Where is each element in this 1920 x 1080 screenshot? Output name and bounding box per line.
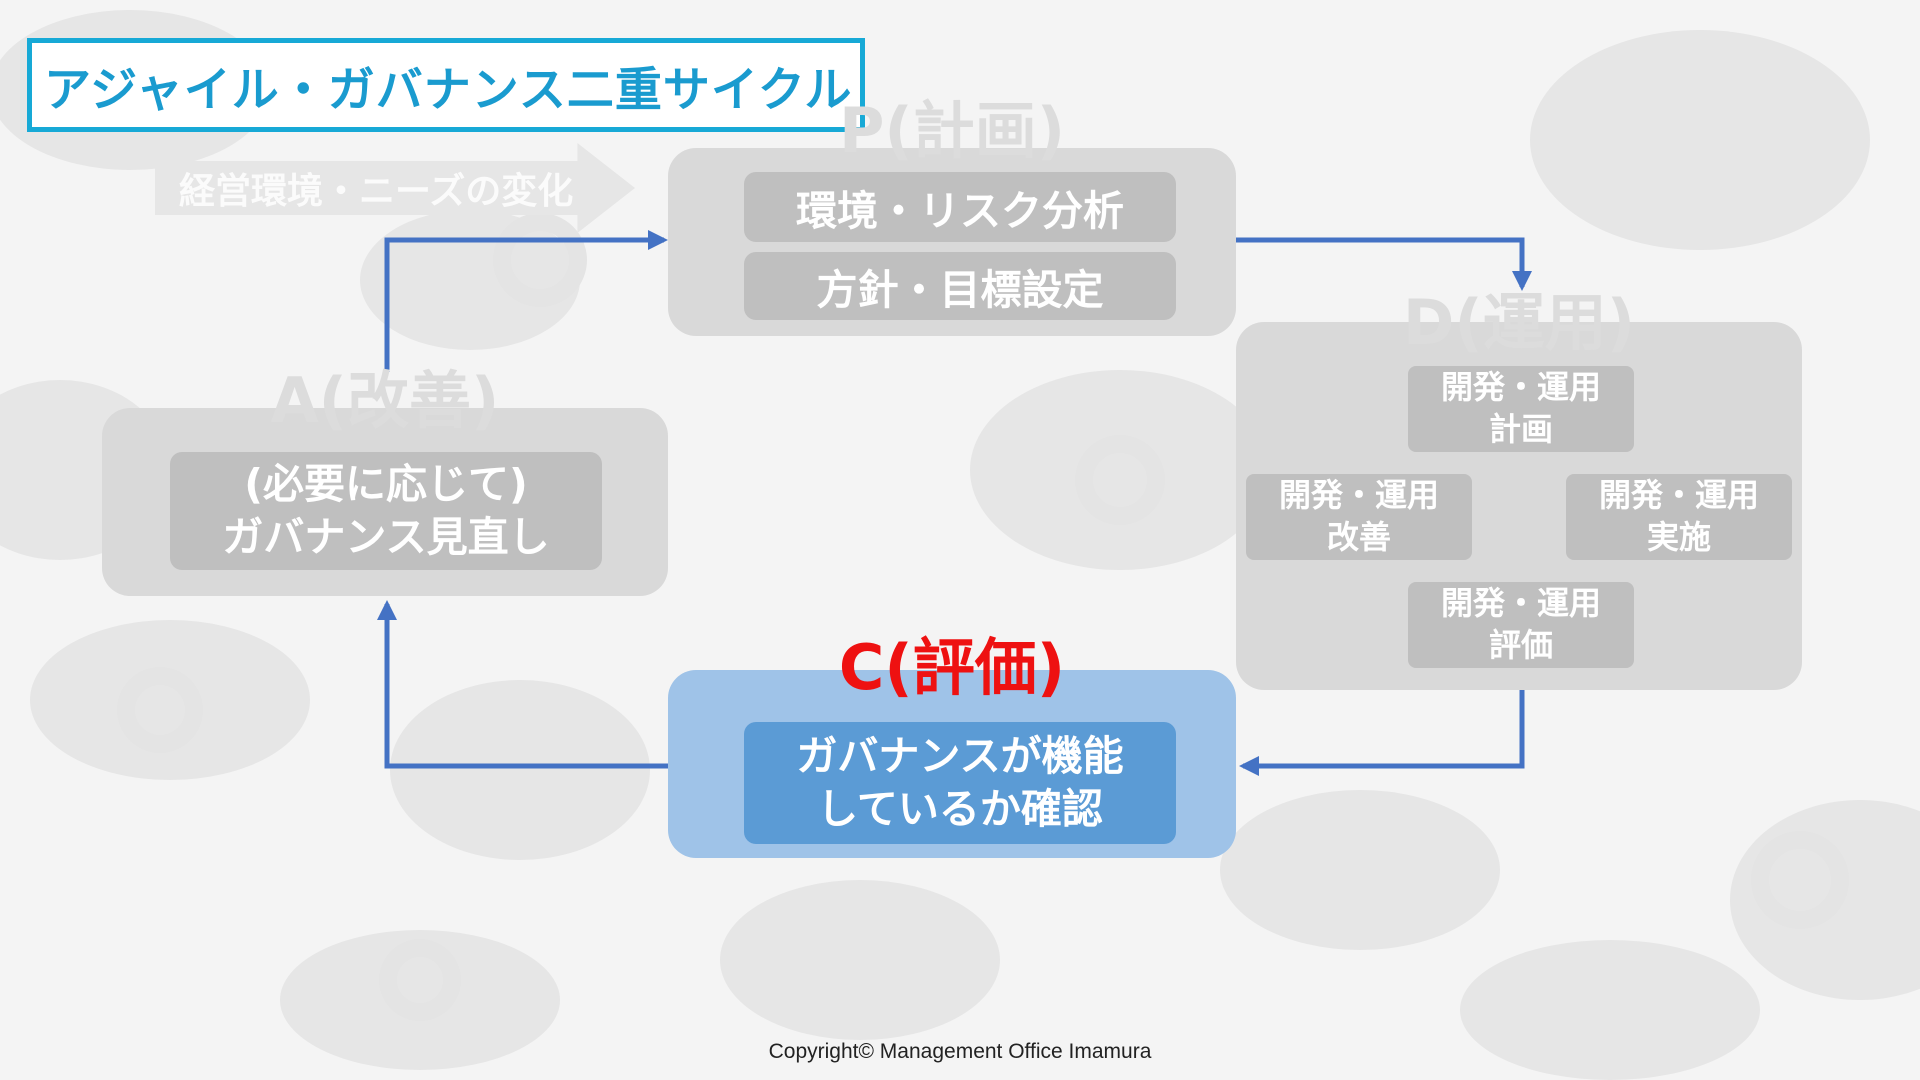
plan-label: P(計画)	[838, 94, 1066, 167]
environment-change-label: 経営環境・ニーズの変化	[179, 171, 574, 212]
act-item-line1: (必要に応じて)	[244, 459, 528, 508]
arrow-plan-to-do	[1236, 237, 1532, 291]
arrow-do-to-check	[1239, 690, 1525, 776]
do-step-plan-line2: 計画	[1488, 410, 1553, 448]
arrow-check-to-act	[377, 600, 668, 769]
arrow-act-to-plan	[384, 230, 668, 372]
do-step-evaluate: 開発・運用 評価	[1408, 582, 1634, 668]
check-item-line2: しているか確認	[817, 785, 1103, 833]
do-step-evaluate-line2: 評価	[1488, 626, 1553, 664]
copyright: Copyright© Management Office Imamura	[768, 1040, 1152, 1063]
act-label: A(改善)	[270, 364, 500, 437]
do-step-improve-line2: 改善	[1326, 518, 1391, 556]
do-label: D(運用)	[1402, 286, 1636, 359]
check-label: C(評価)	[838, 631, 1066, 704]
plan-item-policy-setting: 方針・目標設定	[744, 252, 1176, 320]
do-step-execute: 開発・運用 実施	[1566, 474, 1792, 560]
do-step-improve-line1: 開発・運用	[1278, 476, 1439, 515]
do-step-plan-line1: 開発・運用	[1440, 368, 1601, 407]
do-step-execute-line1: 開発・運用	[1598, 476, 1759, 515]
act-item: (必要に応じて) ガバナンス見直し	[170, 452, 602, 570]
page-title: アジャイル・ガバナンス二重サイクル	[27, 38, 865, 132]
act-item-line2: ガバナンス見直し	[222, 513, 550, 561]
do-step-improve: 開発・運用 改善	[1246, 474, 1472, 560]
do-step-execute-line2: 実施	[1646, 518, 1711, 556]
do-step-plan: 開発・運用 計画	[1408, 366, 1634, 452]
plan-item-risk-analysis: 環境・リスク分析	[744, 172, 1176, 242]
do-step-evaluate-line1: 開発・運用	[1440, 584, 1601, 623]
check-item: ガバナンスが機能 しているか確認	[744, 722, 1176, 844]
check-item-line1: ガバナンスが機能	[796, 731, 1124, 780]
